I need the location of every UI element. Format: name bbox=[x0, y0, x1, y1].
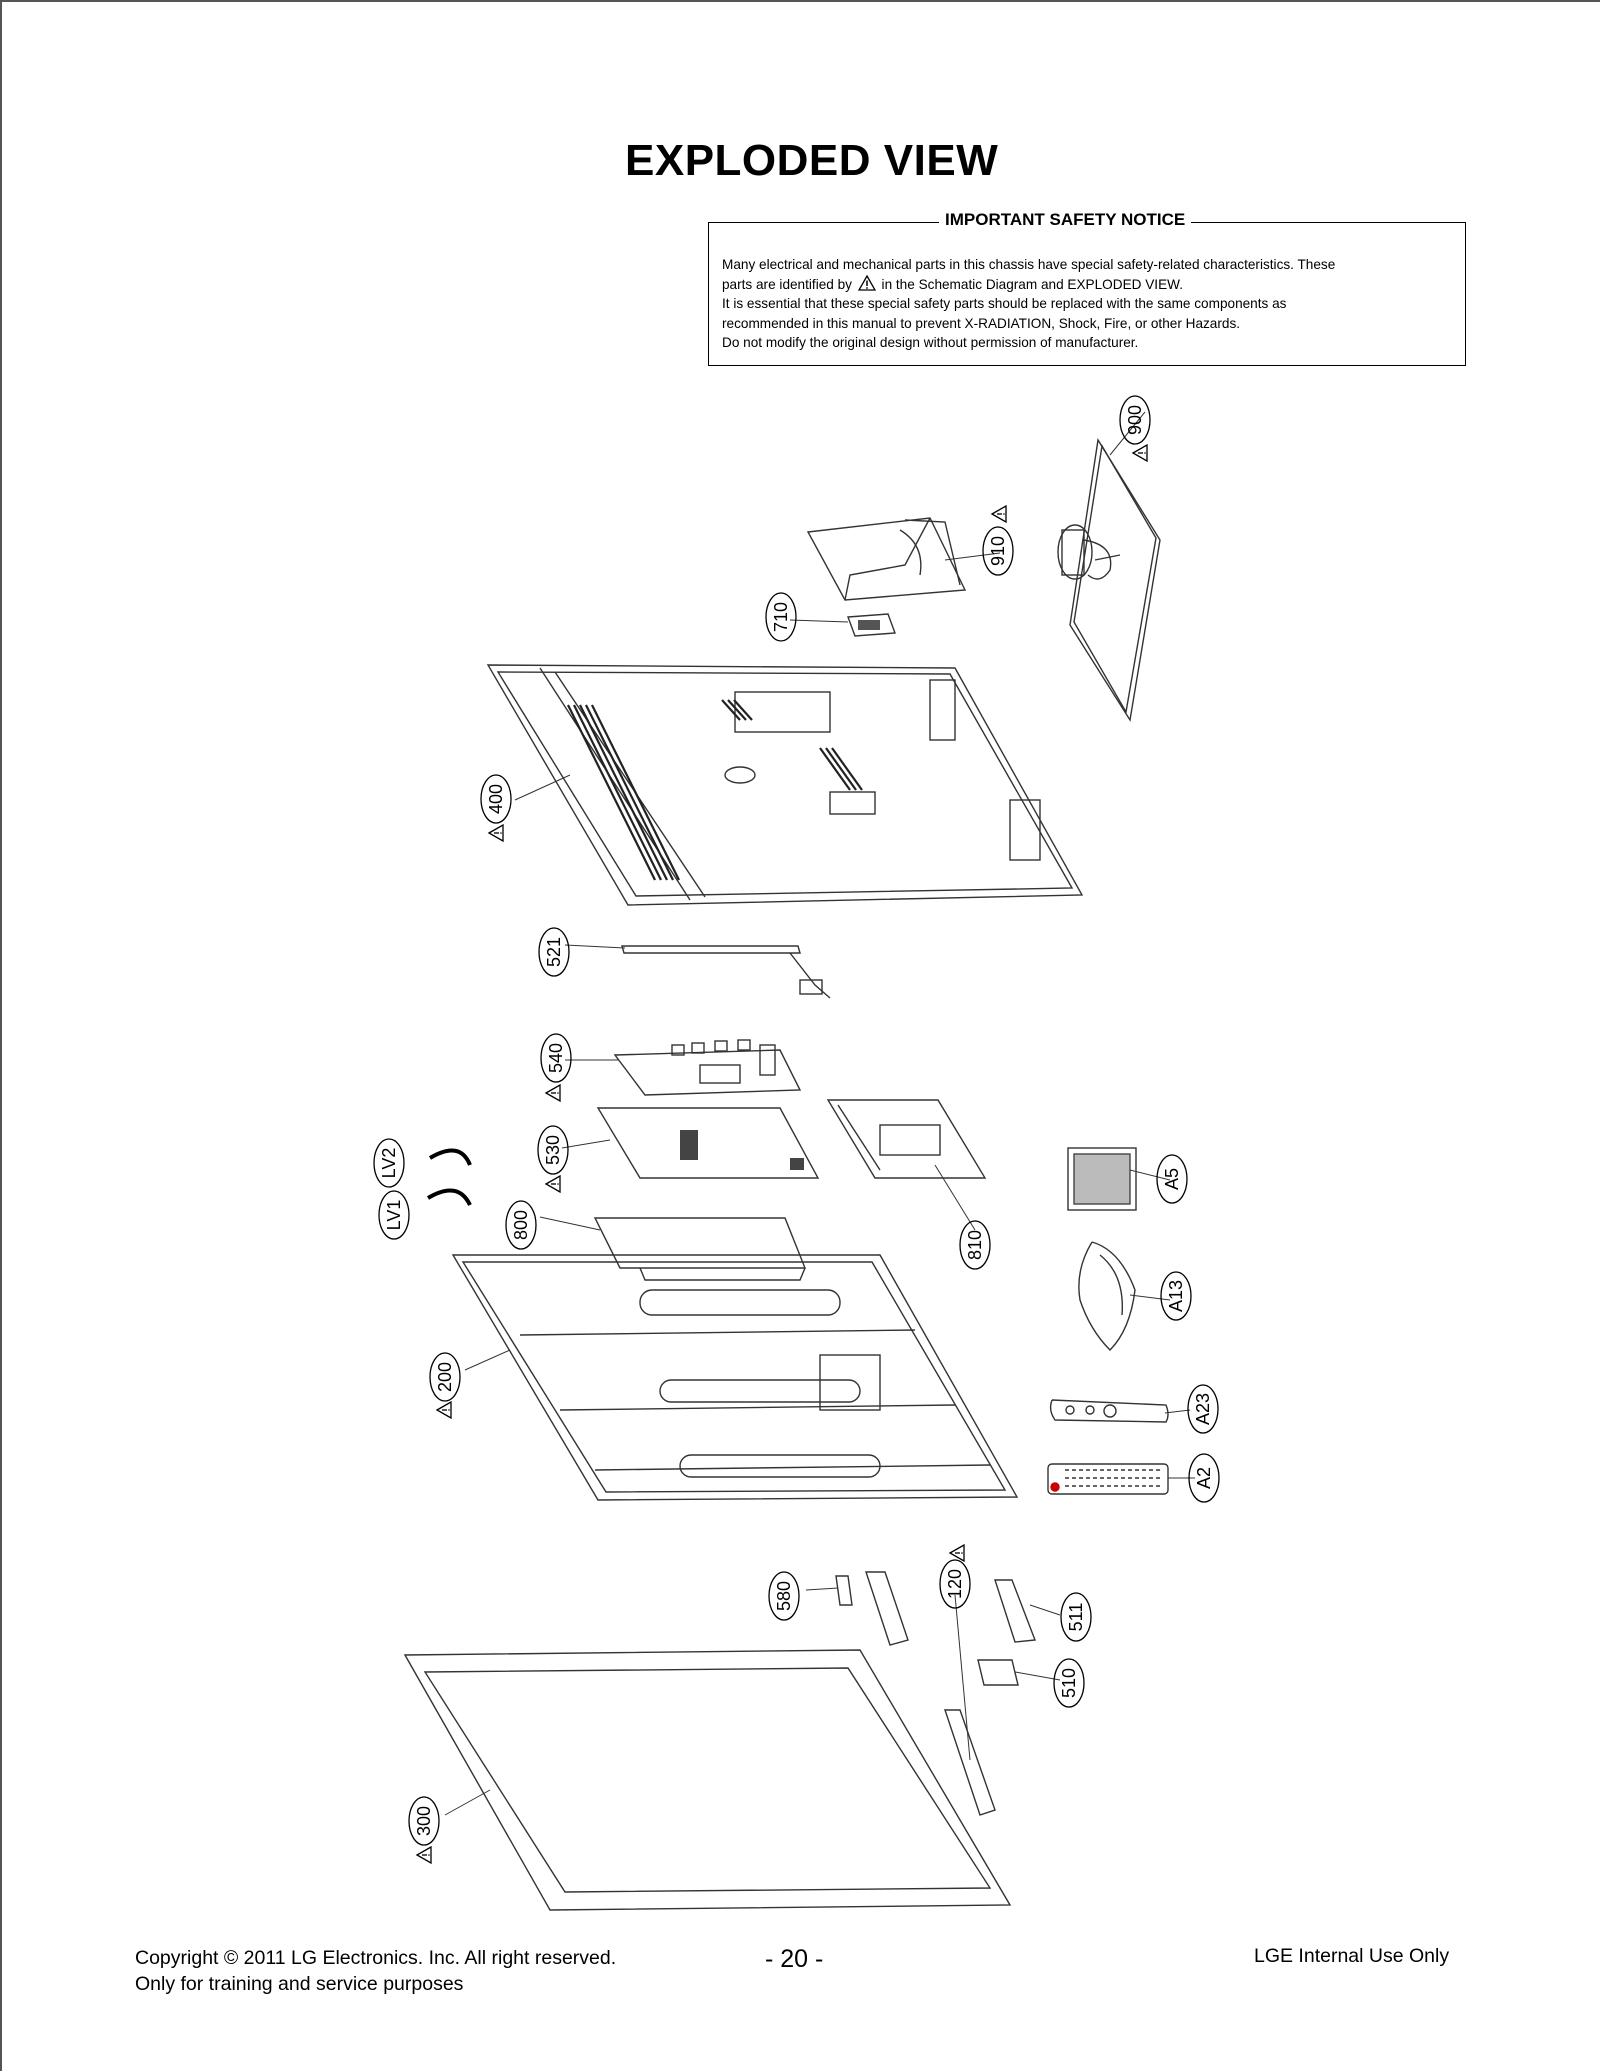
svg-text:200: 200 bbox=[435, 1362, 455, 1392]
part-810-shield bbox=[826, 1099, 987, 1179]
part-A23-magic-remote bbox=[1049, 1399, 1169, 1423]
notice-line-4: recommended in this manual to prevent X-… bbox=[722, 315, 1241, 331]
callout-511: 511 bbox=[1060, 1592, 1092, 1642]
part-530-board bbox=[596, 1107, 820, 1179]
part-120-speaker bbox=[865, 1571, 996, 1816]
svg-text:910: 910 bbox=[988, 536, 1008, 566]
svg-text:800: 800 bbox=[511, 1210, 531, 1240]
callout-A23: A23 bbox=[1187, 1384, 1219, 1434]
callout-580: 580 bbox=[768, 1571, 800, 1621]
notice-line-5: Do not modify the original design withou… bbox=[722, 335, 1139, 350]
part-800-shield bbox=[593, 1217, 807, 1281]
callout-810: 810 bbox=[959, 1220, 991, 1270]
part-521-board bbox=[621, 945, 831, 999]
svg-text:810: 810 bbox=[965, 1230, 985, 1260]
part-200-chassis-frame bbox=[451, 1254, 1019, 1501]
callout-A2: A2 bbox=[1188, 1453, 1220, 1503]
svg-text:300: 300 bbox=[414, 1806, 434, 1836]
safety-notice-heading: IMPORTANT SAFETY NOTICE bbox=[939, 210, 1192, 230]
footer-left: Copyright © 2011 LG Electronics. Inc. Al… bbox=[135, 1945, 616, 1997]
part-511-board bbox=[994, 1579, 1036, 1643]
svg-text:521: 521 bbox=[544, 937, 564, 967]
svg-text:120: 120 bbox=[945, 1569, 965, 1599]
safety-notice-body: Many electrical and mechanical parts in … bbox=[722, 255, 1452, 353]
part-900-stand-base bbox=[1057, 438, 1161, 722]
svg-text:580: 580 bbox=[774, 1581, 794, 1611]
callout-LV2: LV2 bbox=[373, 1138, 405, 1188]
svg-text:A5: A5 bbox=[1162, 1168, 1182, 1190]
notice-line-1: Many electrical and mechanical parts in … bbox=[722, 257, 1336, 272]
part-300-front-bezel bbox=[403, 1649, 1012, 1911]
part-580-small bbox=[835, 1575, 853, 1606]
callout-800: 800 bbox=[505, 1200, 537, 1250]
callout-120: 120 bbox=[939, 1559, 971, 1609]
warning-triangle-icon bbox=[857, 274, 876, 291]
callout-530: 530 bbox=[537, 1125, 569, 1175]
svg-text:400: 400 bbox=[486, 784, 506, 814]
svg-text:510: 510 bbox=[1059, 1668, 1079, 1698]
callout-540: 540 bbox=[540, 1033, 572, 1083]
part-A5-box bbox=[1067, 1147, 1137, 1211]
part-LV-cables bbox=[426, 1148, 472, 1206]
svg-text:710: 710 bbox=[771, 602, 791, 632]
callout-510: 510 bbox=[1053, 1658, 1085, 1708]
part-400-back-cover bbox=[486, 664, 1084, 906]
svg-text:A23: A23 bbox=[1193, 1393, 1213, 1425]
callout-400: 400 bbox=[480, 774, 512, 824]
page-title: EXPLODED VIEW bbox=[625, 136, 999, 185]
svg-text:540: 540 bbox=[546, 1043, 566, 1073]
notice-line-2: parts are identified by in the Schematic… bbox=[722, 274, 1452, 295]
part-910-stand-neck bbox=[806, 517, 967, 601]
callout-A5: A5 bbox=[1156, 1154, 1188, 1204]
safety-notice-box: IMPORTANT SAFETY NOTICE Many electrical … bbox=[708, 210, 1466, 366]
callout-900: 900 bbox=[1119, 395, 1151, 445]
notice-line-2b: in the Schematic Diagram and EXPLODED VI… bbox=[881, 276, 1183, 292]
svg-text:900: 900 bbox=[1125, 405, 1145, 435]
callout-LV1: LV1 bbox=[378, 1190, 410, 1240]
page-number: - 20 - bbox=[765, 1945, 824, 1973]
callout-200: 200 bbox=[429, 1352, 461, 1402]
callout-521: 521 bbox=[538, 927, 570, 977]
copyright-text: Copyright © 2011 LG Electronics. Inc. Al… bbox=[135, 1947, 617, 1969]
callout-710: 710 bbox=[765, 592, 797, 642]
part-A13-3d-glasses bbox=[1078, 1241, 1136, 1351]
callout-300: 300 bbox=[408, 1796, 440, 1846]
part-710-bracket bbox=[847, 613, 896, 637]
svg-text:A13: A13 bbox=[1166, 1280, 1186, 1312]
part-400-vent-grilles bbox=[567, 699, 863, 881]
svg-text:LV1: LV1 bbox=[384, 1200, 404, 1231]
leader-lines bbox=[444, 411, 1195, 1816]
svg-text:A2: A2 bbox=[1194, 1467, 1214, 1489]
svg-text:LV2: LV2 bbox=[379, 1148, 399, 1179]
notice-line-2a: parts are identified by bbox=[722, 276, 852, 292]
part-510-board bbox=[977, 1659, 1019, 1686]
part-A2-remote-control bbox=[1047, 1463, 1169, 1495]
svg-text:511: 511 bbox=[1066, 1603, 1086, 1632]
callout-A13: A13 bbox=[1160, 1271, 1192, 1321]
part-540-main-board bbox=[613, 1039, 802, 1096]
training-text: Only for training and service purposes bbox=[135, 1973, 464, 1995]
internal-use-text: LGE Internal Use Only bbox=[1254, 1945, 1450, 1967]
notice-line-3: It is essential that these special safet… bbox=[722, 296, 1287, 311]
svg-text:530: 530 bbox=[543, 1135, 563, 1165]
callout-910: 910 bbox=[982, 526, 1014, 576]
